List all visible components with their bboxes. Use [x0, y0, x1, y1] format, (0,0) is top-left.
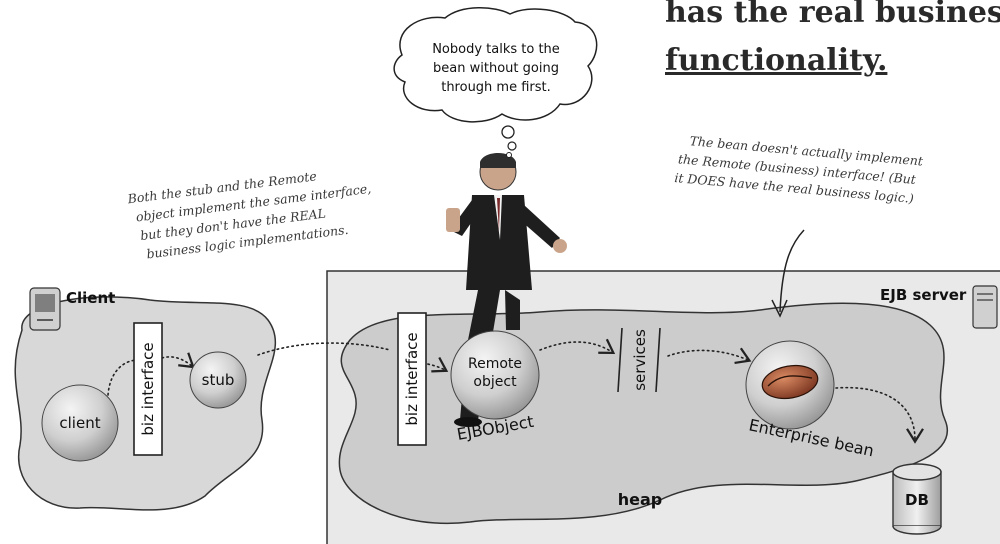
header-note-line-1: has the real business logic	[665, 0, 1000, 30]
db-label: DB	[905, 491, 929, 509]
client-computer-icon	[29, 287, 61, 331]
remote-object-label-line-1: Remote	[468, 356, 522, 372]
biz-interface-client-label: biz interface	[139, 342, 157, 435]
remote-object-sphere	[450, 330, 540, 420]
note-to-bean-arrowhead	[771, 299, 788, 318]
services-bar-left	[617, 327, 623, 393]
note-left: Both the stub and the Remote object impl…	[126, 168, 372, 261]
flow-stub-to-server	[257, 342, 391, 356]
thought-bubble-dot-3	[506, 152, 512, 158]
services-label: services	[631, 329, 649, 391]
biz-interface-server-box	[397, 312, 427, 446]
stub-sphere	[189, 351, 247, 409]
client-label: Client	[66, 289, 115, 307]
remote-object-label-line-2: object	[473, 374, 517, 390]
ejb-server-label: EJB server	[880, 286, 967, 304]
thought-bubble-dot-2	[507, 141, 517, 151]
coffee-bean-icon	[761, 364, 819, 400]
speech-line-1: Nobody talks to the	[432, 42, 560, 57]
services-bar-right	[655, 327, 661, 393]
thought-bubble-dot-1	[501, 125, 515, 139]
heap-label: heap	[618, 490, 663, 509]
flow-interface-to-stub	[161, 352, 195, 369]
server-tower-icon	[972, 285, 998, 329]
speech-line-2: bean without going	[433, 61, 559, 76]
stub-label: stub	[202, 371, 235, 389]
note-right: The bean doesn't actually implement the …	[674, 133, 925, 206]
speech-line-3: through me first.	[441, 80, 551, 95]
client-node-label: client	[59, 414, 100, 432]
note-to-bean-arrow	[779, 229, 805, 313]
thought-bubble	[393, 7, 598, 123]
db-cylinder-icon	[892, 463, 942, 535]
coffee-bean-seam	[767, 375, 813, 387]
flow-client-to-interface	[107, 359, 139, 396]
client-sphere	[41, 384, 119, 462]
flow-interface-to-remote	[417, 356, 449, 373]
flow-bean-to-db	[835, 386, 924, 444]
biz-interface-server-label: biz interface	[403, 332, 421, 425]
header-note-line-2: functionality.	[665, 43, 887, 78]
flow-services-to-bean	[667, 347, 752, 365]
biz-interface-client-box	[133, 322, 163, 456]
